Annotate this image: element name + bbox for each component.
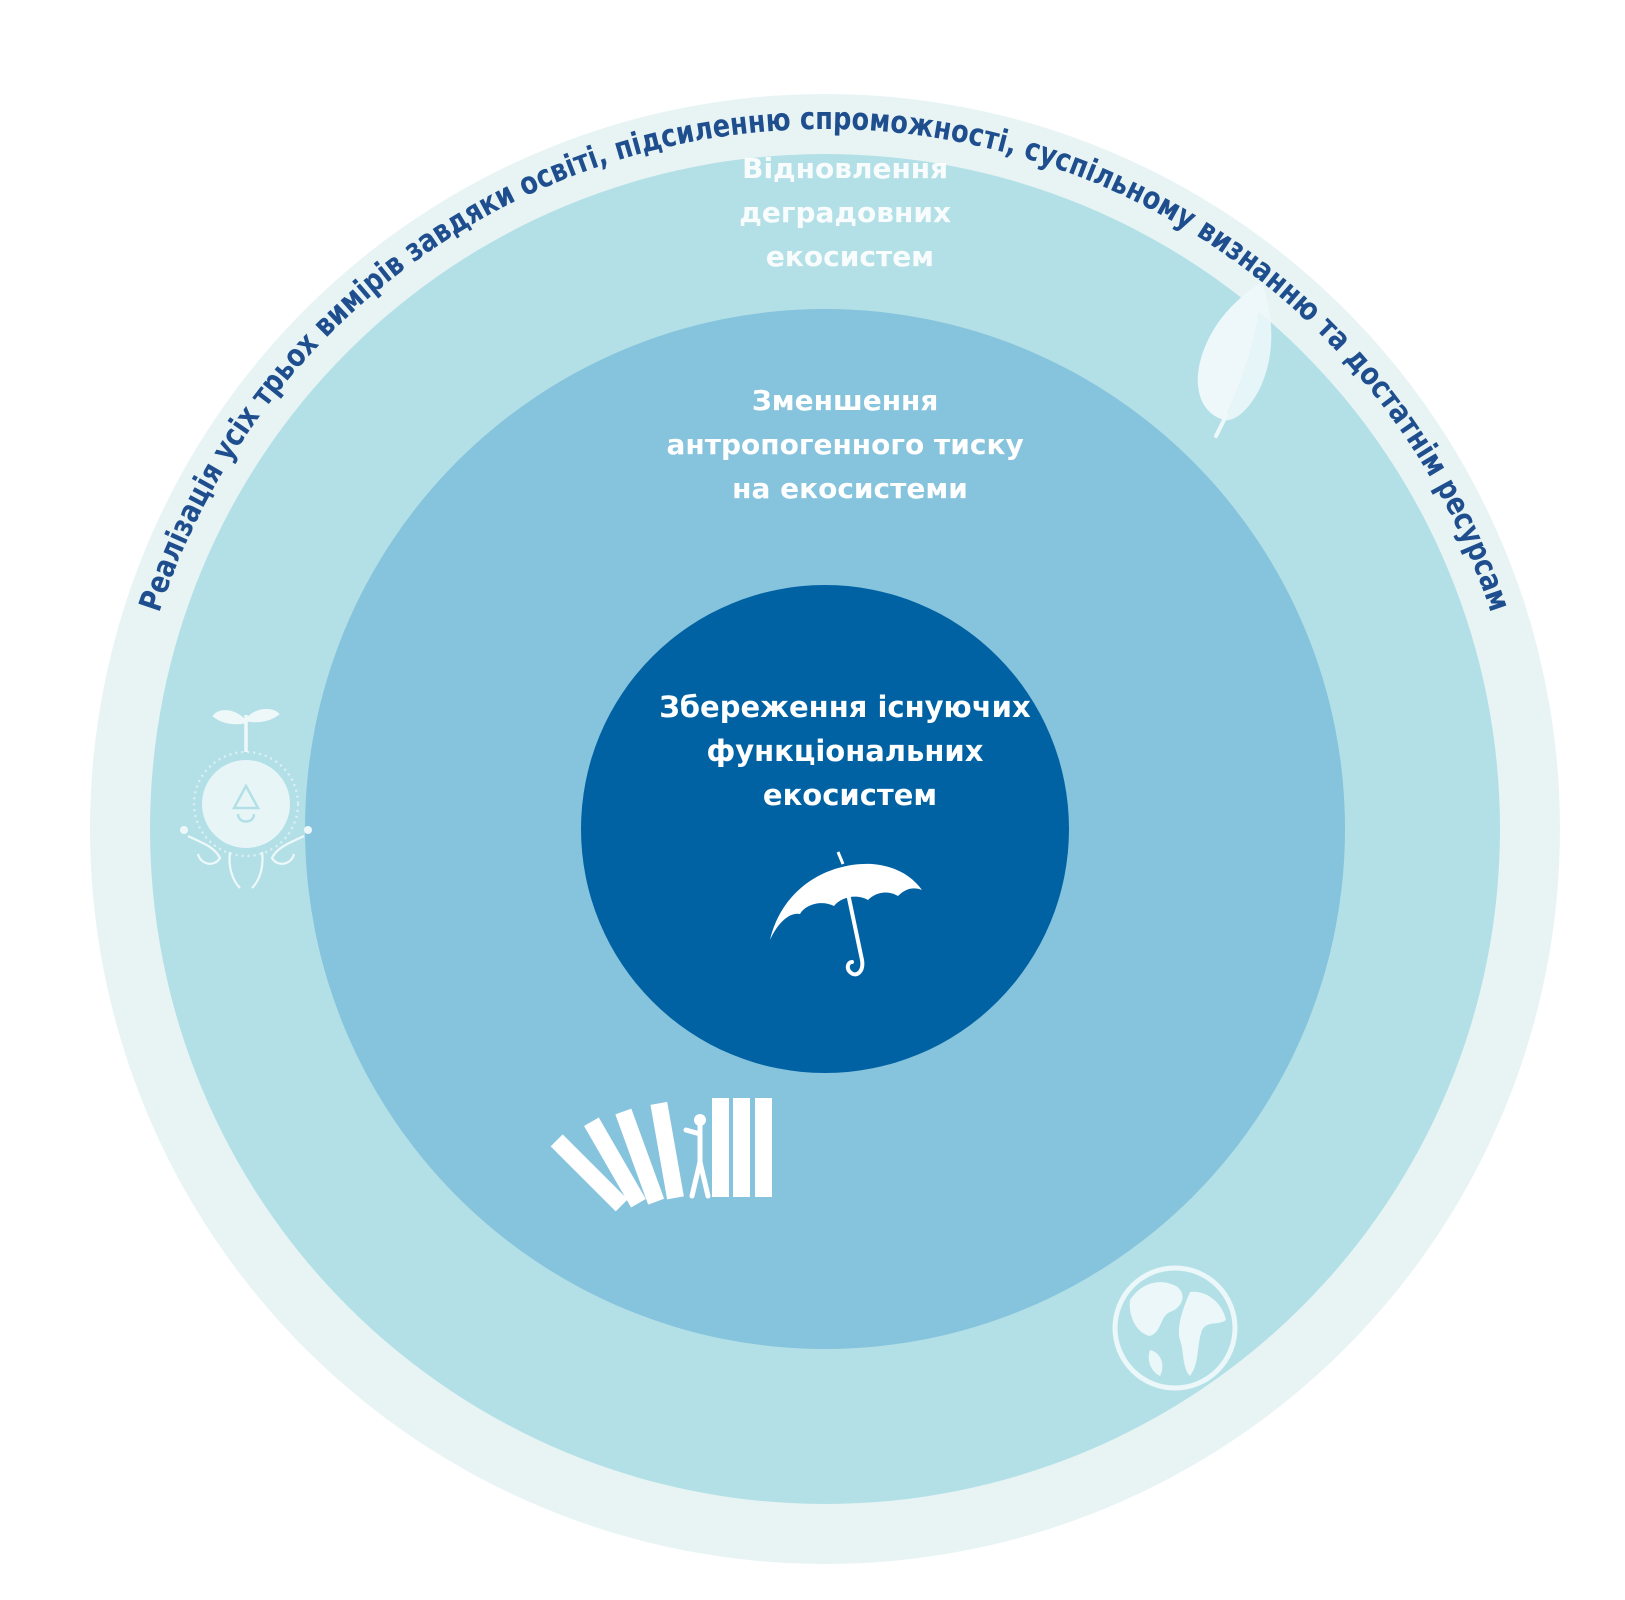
globe-icon xyxy=(1112,1265,1238,1391)
middle-label-line-2: антропогенного тиску xyxy=(667,428,1024,461)
middle-label-line-1: Зменшення xyxy=(752,384,939,417)
inner-label-line-3: екосистем xyxy=(763,778,937,812)
outer-label-line-2: деградовних xyxy=(739,196,951,229)
outer-label-line-1: Відновлення xyxy=(742,152,948,185)
middle-circle-label: Зменшення антропогенного тиску на екосис… xyxy=(667,384,1034,505)
inner-circle-label: Збереження існуючих функціональних екоси… xyxy=(659,690,1041,812)
domino-books-icon xyxy=(550,1098,772,1212)
inner-circle xyxy=(581,585,1069,1073)
umbrella-icon xyxy=(770,851,922,977)
seedling-recycle-icon xyxy=(180,708,312,889)
feather-icon xyxy=(1197,282,1272,438)
inner-label-line-2: функціональних xyxy=(706,734,983,768)
middle-label-line-3: на екосистеми xyxy=(732,472,968,505)
outer-label-line-3: екосистем xyxy=(766,240,934,273)
outer-ring-label: Відновлення деградовних екосистем xyxy=(739,152,961,273)
inner-label-line-1: Збереження існуючих xyxy=(659,690,1031,724)
